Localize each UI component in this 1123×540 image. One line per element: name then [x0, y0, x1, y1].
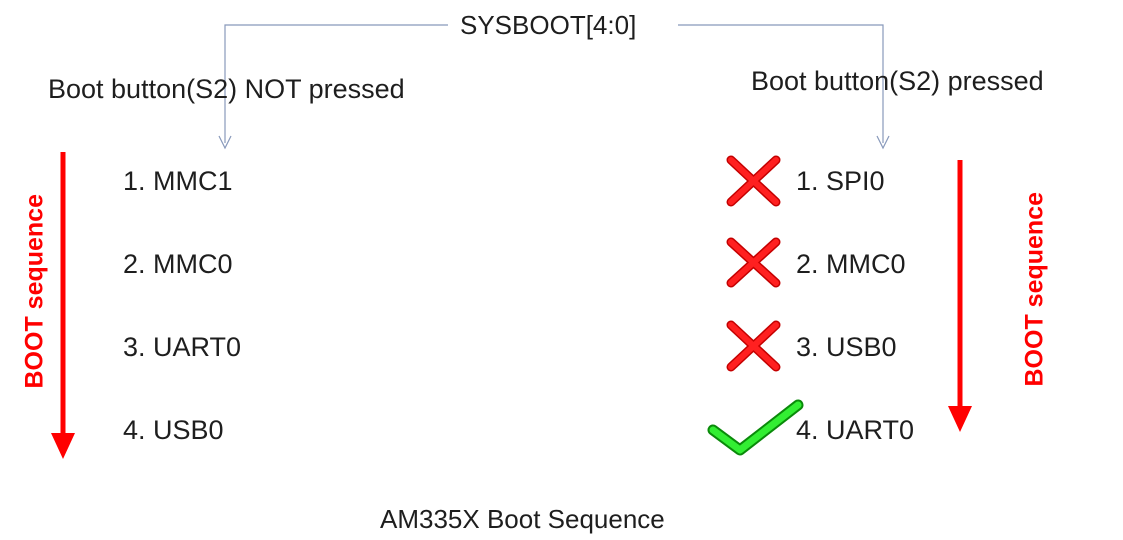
right-boot-item: 2. MMC0 [796, 249, 906, 279]
cross-icon [726, 237, 781, 288]
right-sequence-label: BOOT sequence [1020, 192, 1049, 387]
right-sequence-arrowhead [948, 406, 972, 432]
sysboot-title: SYSBOOT[4:0] [460, 10, 637, 40]
right-connector-arrowhead [876, 135, 890, 150]
right-boot-item: 4. UART0 [796, 415, 915, 445]
right-connector-line [678, 24, 884, 143]
left-condition-label: Boot button(S2) NOT pressed [48, 74, 405, 104]
left-sequence-arrowhead [51, 433, 75, 459]
right-condition-label: Boot button(S2) pressed [751, 66, 1044, 96]
cross-icon [726, 155, 781, 207]
left-boot-item: 3. UART0 [123, 332, 242, 362]
diagram-caption: AM335X Boot Sequence [380, 504, 665, 534]
left-boot-item: 1. MMC1 [123, 166, 233, 196]
left-sequence-label: BOOT sequence [20, 194, 49, 389]
left-boot-item: 4. USB0 [123, 415, 224, 445]
right-boot-item: 3. USB0 [796, 332, 897, 362]
left-connector-arrowhead [218, 135, 232, 150]
left-boot-item: 2. MMC0 [123, 249, 233, 279]
cross-icon [726, 320, 781, 372]
left-connector-line [224, 24, 448, 143]
right-boot-item: 1. SPI0 [796, 166, 885, 196]
check-icon [707, 399, 804, 456]
